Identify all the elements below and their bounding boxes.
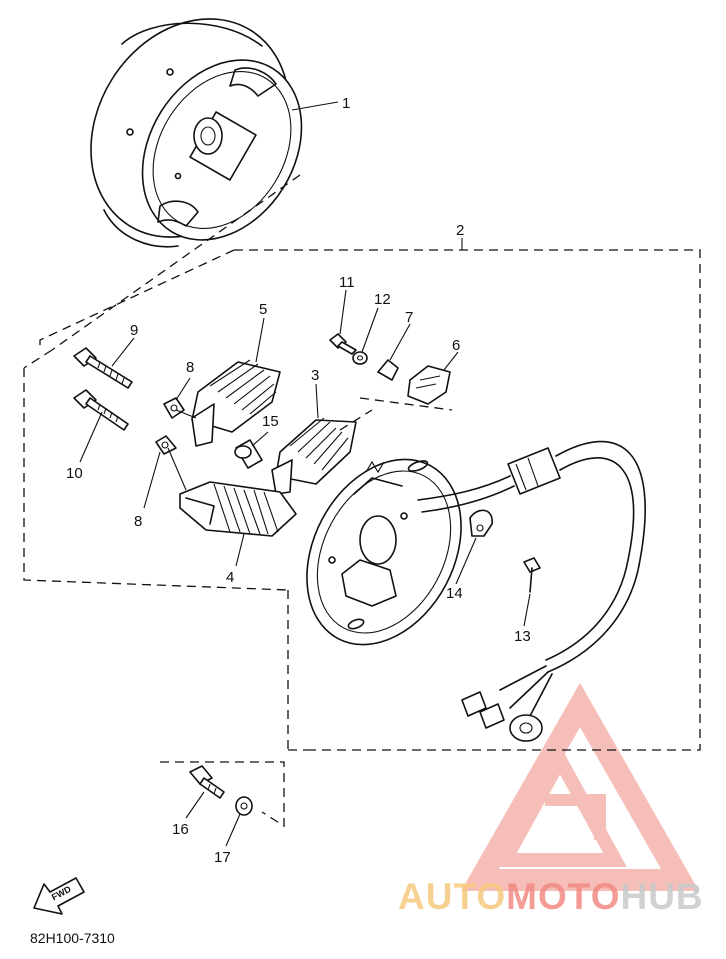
watermark-logo — [461, 682, 699, 891]
part-number-12: 12 — [374, 291, 391, 308]
watermark-text: AUTOMOTOHUB — [398, 876, 704, 918]
leader-16 — [185, 791, 205, 819]
watermark-part-hub: HUB — [620, 876, 704, 917]
screw-10 — [73, 389, 129, 431]
pickup-6 — [407, 365, 451, 405]
part-number-15: 15 — [262, 413, 279, 430]
leader-4 — [235, 533, 245, 567]
part-number-5: 5 — [259, 301, 267, 318]
mount-guide-line — [160, 761, 285, 828]
part-number-13: 13 — [514, 628, 531, 645]
part-number-3: 3 — [311, 367, 319, 384]
clamp-7 — [377, 359, 399, 381]
bolt-11 — [329, 333, 357, 355]
leader-10 — [79, 411, 103, 463]
leader-17 — [225, 813, 241, 847]
leader-8-coil — [167, 409, 197, 491]
leader-12 — [361, 307, 379, 353]
pickup-guide-line — [339, 397, 453, 431]
stator-assembly-boundary — [23, 174, 701, 751]
coil-5 — [191, 359, 281, 447]
part-number-17: 17 — [214, 849, 231, 866]
coil-3 — [271, 417, 357, 495]
forward-arrow: FWD — [33, 877, 85, 915]
part-number-8-lower: 8 — [134, 513, 142, 530]
watermark-part-moto: MOTO — [506, 876, 621, 917]
stator-base-plate — [306, 458, 462, 646]
wire-harness — [417, 440, 646, 742]
coil-4 — [179, 481, 297, 537]
part-number-14: 14 — [446, 585, 463, 602]
leader-5 — [255, 317, 265, 363]
part-number-6: 6 — [452, 337, 460, 354]
part-number-8-upper: 8 — [186, 359, 194, 376]
leader-13 — [523, 593, 531, 627]
bolt-16 — [189, 765, 225, 799]
leader-6 — [443, 351, 459, 371]
part-number-4: 4 — [226, 569, 234, 586]
part-number-2: 2 — [456, 222, 464, 239]
watermark-part-auto: AUTO — [398, 876, 507, 917]
leader-1 — [291, 101, 339, 111]
flywheel-rotor — [90, 18, 303, 248]
part-number-1: 1 — [342, 95, 350, 112]
part-number-9: 9 — [130, 322, 138, 339]
part-number-11: 11 — [339, 274, 355, 291]
leader-8b — [143, 451, 161, 509]
leader-15 — [251, 431, 269, 447]
leader-14 — [455, 537, 477, 585]
leader-3 — [315, 383, 319, 419]
screw-13 — [523, 557, 541, 593]
washer-12 — [352, 351, 368, 365]
diagram-code: 82H100-7310 — [30, 930, 115, 946]
leader-11 — [339, 289, 347, 335]
leader-7 — [389, 323, 411, 361]
leader-9 — [111, 337, 135, 367]
collar-15 — [234, 439, 263, 469]
cable-clamp-14 — [469, 509, 493, 537]
clip-8-upper — [163, 397, 185, 419]
clip-8-lower — [155, 435, 177, 455]
leader-8a — [175, 377, 191, 401]
part-number-16: 16 — [172, 821, 189, 838]
part-number-10: 10 — [66, 465, 83, 482]
screw-9 — [73, 347, 133, 389]
part-number-7: 7 — [405, 309, 413, 326]
washer-17 — [235, 796, 253, 816]
